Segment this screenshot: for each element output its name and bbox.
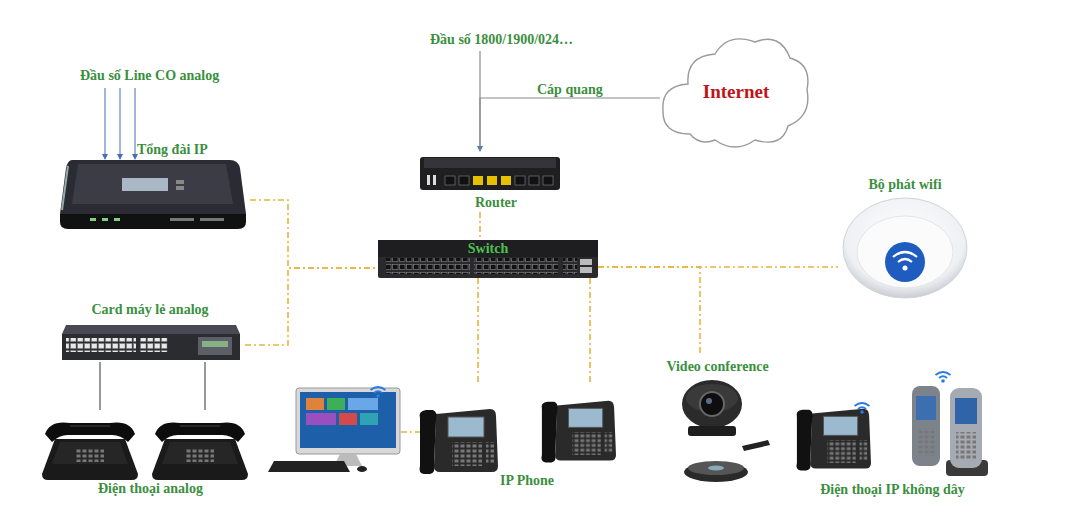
ip-phone-icon (541, 401, 616, 463)
wifi-access-point: Bộ phát wifi (838, 174, 972, 300)
node-label: Switch (468, 240, 508, 257)
video-conference-icon (682, 380, 770, 482)
ip-pbx: Tổng đài IP (55, 140, 250, 232)
wireless-ip-phones: Điện thoại IP không dây (790, 368, 995, 500)
analog-phones: Điện thoại analog (38, 410, 263, 500)
node-label: Điện thoại IP không dây (820, 481, 965, 498)
analog-phone-icon (42, 422, 138, 480)
label-holder: Đầu số 1800/1900/024… (430, 30, 573, 48)
wireless-handset-icon (912, 386, 988, 476)
connector-line (100, 362, 101, 410)
analog-phone-icon (152, 422, 248, 480)
ip-phones: IP Phone (268, 383, 620, 491)
analog-card-device (62, 325, 240, 360)
node-label: IP Phone (500, 472, 554, 489)
router-device (420, 157, 560, 190)
connector-line (598, 266, 838, 268)
node-label: Router (475, 194, 517, 211)
ip-pbx-device (60, 160, 246, 229)
internet-cloud: Internet (660, 28, 812, 156)
label-holder: Cáp quang (535, 80, 605, 98)
node-label: Tổng đài IP (137, 141, 208, 158)
label-holder: Đầu số Line CO analog (80, 66, 219, 84)
wifi-access-point (843, 198, 967, 298)
pc-icon (268, 388, 400, 472)
connector-line (480, 98, 660, 150)
connector-line (250, 200, 378, 268)
node-label: Điện thoại analog (98, 480, 203, 497)
ip-phone-icon (796, 409, 871, 471)
analog-card: Card máy lẻ analog (55, 300, 245, 362)
cloud-outline (663, 39, 808, 147)
connector-line (477, 278, 479, 383)
wifi-icon (371, 387, 386, 398)
switch: Switch (378, 238, 598, 278)
wifi-icon (855, 403, 870, 414)
line-label: Đầu số 1800/1900/024… (430, 32, 573, 47)
node-label: Video conference (666, 358, 768, 375)
ip-phone-icon (420, 409, 499, 474)
node-label: Bộ phát wifi (868, 176, 941, 193)
connector-line (598, 267, 700, 356)
co-line-arrows (102, 88, 138, 160)
router: Router (415, 150, 563, 212)
video-conference: Video conference (650, 356, 785, 488)
connector-line (589, 278, 591, 383)
edge-label: Cáp quang (535, 82, 605, 97)
connector-line (479, 212, 481, 238)
connector-line (245, 268, 378, 345)
switch-device (378, 240, 598, 278)
node-label: Card máy lẻ analog (91, 301, 208, 318)
connector-line (205, 362, 206, 410)
node-label: Internet (703, 81, 769, 103)
wifi-icon (936, 372, 951, 383)
line-label: Đầu số Line CO analog (80, 68, 219, 83)
